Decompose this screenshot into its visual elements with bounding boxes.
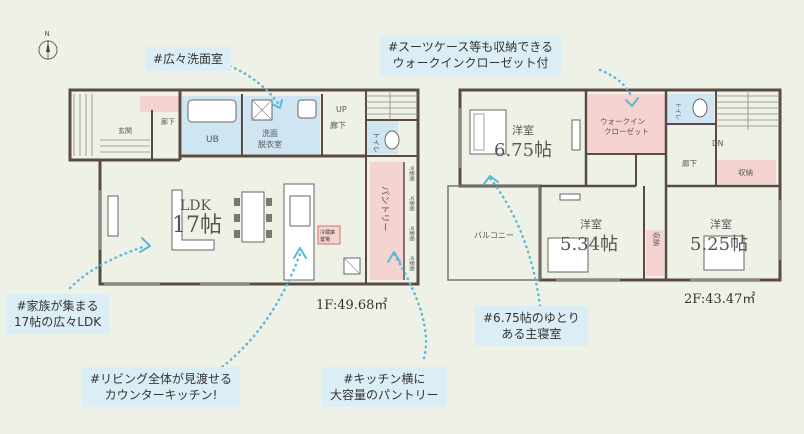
floor1-area-label: 1F:49.68㎡: [316, 298, 388, 313]
floor2-area-label: 2F:43.47㎡: [684, 292, 756, 307]
pointer-closet: [598, 68, 634, 100]
f2-master-bed: [469, 109, 507, 155]
callout-washroom: #広々洗面室: [145, 47, 232, 71]
f1-stairs: [73, 90, 418, 156]
callout-washroom-text: #広々洗面室: [153, 52, 224, 66]
f1-ldk-size: 17帖: [172, 213, 222, 238]
f1-hall2-label: 廊下: [330, 120, 346, 130]
f1-bathtub: [187, 99, 237, 123]
callout-kitchen-line2: カウンターキッチン!: [104, 388, 218, 402]
f2-closet-label: クローゼット: [604, 126, 649, 136]
f1-sofa: [171, 189, 215, 251]
f2-stairs: [716, 90, 780, 130]
f1-fridge-place-label: 置場: [320, 236, 330, 243]
f1-kitchen-counter: [283, 183, 315, 281]
callout-ldk-line2: 17帖の広々LDK: [14, 315, 102, 329]
callout-kitchen-line1: #リビング全体が見渡せる: [90, 372, 233, 386]
pointer-kitchen: [216, 252, 302, 372]
f1-toilet-label: トイレ: [372, 132, 380, 153]
f2-master-size: 6.75帖: [494, 140, 552, 161]
pointer-washroom: [228, 64, 282, 108]
f1-outer-wall: [68, 88, 420, 286]
f1-shelf1-label: 可動棚: [408, 166, 415, 181]
f2-room2-size: 5.34帖: [560, 234, 618, 255]
f2-room3-label: 洋室: [710, 217, 732, 231]
f2-room2-label: 洋室: [580, 217, 602, 231]
pointer-master: [488, 176, 542, 308]
f1-shelf2-label: 可動棚: [408, 196, 415, 211]
compass-label: N: [45, 30, 50, 38]
callout-closet-line2: ウォークインクローゼット付: [392, 56, 549, 70]
f1-shelf3-label: 可動棚: [408, 226, 415, 241]
callout-pantry: #キッチン横に 大容量のパントリー: [322, 367, 447, 407]
f1-ub-label: UB: [206, 135, 219, 145]
callout-pointer-lines: [68, 64, 634, 372]
f1-fridge-label: 冷蔵庫: [320, 229, 335, 236]
f1-dressing-label: 脱衣室: [258, 139, 282, 149]
callout-pantry-line2: 大容量のパントリー: [330, 388, 439, 402]
callout-kitchen: #リビング全体が見渡せる カウンターキッチン!: [82, 367, 241, 407]
f2-room3-size: 5.25帖: [690, 234, 748, 255]
callout-closet-line1: #スーツケース等も収納できる: [388, 40, 553, 54]
callout-closet: #スーツケース等も収納できる ウォークインクローゼット付: [380, 35, 561, 75]
f2-master-label: 洋室: [512, 123, 534, 137]
pointer-ldk: [68, 244, 148, 290]
f1-ldk-label: LDK: [180, 198, 212, 214]
f2-wic-fill: [588, 94, 666, 154]
callout-arrowheads: [139, 97, 639, 263]
f2-hall-label: 廊下: [682, 158, 697, 168]
compass-icon: N: [38, 30, 58, 60]
callout-ldk-line1: #家族が集まる: [16, 299, 99, 313]
f2-storage1-label: 収納: [738, 167, 753, 177]
f2-storage2-label: 収納: [652, 232, 661, 246]
callout-master-line1: #6.75帖のゆとり: [483, 311, 580, 325]
f1-washroom-label: 洗面: [262, 128, 278, 138]
callout-pantry-line1: #キッチン横に: [343, 372, 426, 386]
f2-dn-label: DN: [712, 139, 723, 148]
f1-up-label: UP: [336, 105, 347, 114]
f2-room3-bed: [703, 235, 745, 271]
callout-master-line2: ある主寝室: [501, 327, 562, 341]
f2-room2-bed: [547, 237, 589, 273]
f1-shelf4-label: 可動棚: [408, 256, 415, 271]
pointer-pantry: [392, 252, 428, 360]
callout-master: #6.75帖のゆとり ある主寝室: [475, 306, 588, 346]
f2-balcony-label: バルコニー: [474, 231, 514, 240]
f2-storage1-fill: [716, 160, 776, 184]
f2-toilet-label: トイレ: [674, 102, 681, 120]
floor2-plan: 洋室 6.75帖 ウォークイン クローゼット トイレ DN 廊下 収納 バルコニ…: [447, 88, 782, 282]
f1-dining-table: [241, 191, 265, 243]
floor1-plan: 冷蔵庫 置場 玄関 廊下 UB 洗面 脱衣室 UP 廊下 トイレ LDK 17帖…: [68, 88, 420, 286]
callout-ldk: #家族が集まる 17帖の広々LDK: [6, 294, 110, 334]
f1-entrance-label: 玄関: [118, 126, 132, 135]
f1-hall-label: 廊下: [161, 117, 175, 126]
f2-balcony-outline: [447, 185, 541, 281]
f1-entrance-accent: [140, 96, 180, 112]
f1-pantry-label: パントリー: [379, 186, 390, 231]
f2-storage2-fill: [646, 230, 664, 276]
f2-wic-label: ウォークイン: [600, 117, 645, 126]
